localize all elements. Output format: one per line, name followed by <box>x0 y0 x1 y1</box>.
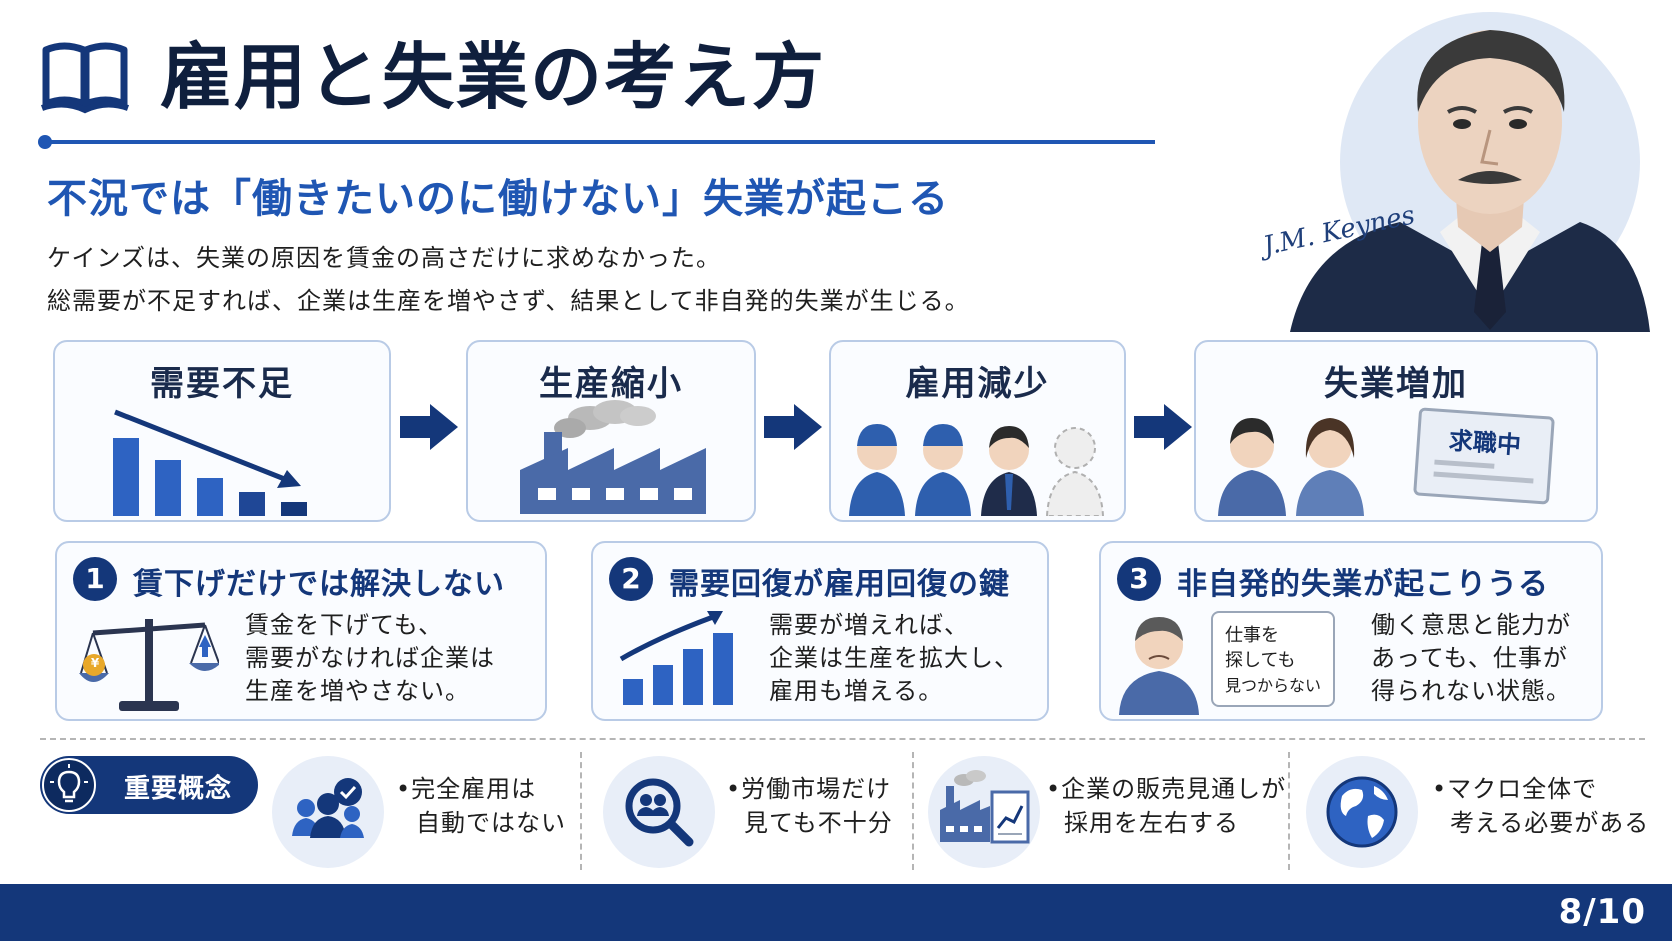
concept-separator <box>580 752 582 870</box>
globe-icon <box>1326 776 1398 848</box>
concept-line: •企業の販売見通しが <box>1046 775 1287 803</box>
concept-icon-circle <box>928 756 1040 868</box>
page-number: 8/10 <box>1558 892 1646 932</box>
point-description: 働く意思と能力が あっても、仕事が 得られない状態。 <box>1371 609 1571 708</box>
point-description-line: 企業は生産を拡大し、 <box>769 644 1019 672</box>
factory-icon <box>520 400 706 514</box>
note-text: 仕事を 探しても 見つからない <box>1225 623 1321 698</box>
point-description-line: 雇用も増える。 <box>769 677 944 705</box>
point-description: 賃金を下げても、 需要がなければ企業は 生産を増やさない。 <box>245 609 495 708</box>
point-description: 需要が増えれば、 企業は生産を拡大し、 雇用も増える。 <box>769 609 1019 708</box>
book-icon <box>40 42 130 114</box>
flow-label: 雇用減少 <box>905 364 1050 404</box>
point-description-line: 得られない状態。 <box>1371 677 1571 705</box>
declining-bar-chart-icon <box>113 409 307 516</box>
flow-label: 需要不足 <box>150 364 294 404</box>
arrow-right-icon <box>764 404 822 450</box>
concept-icon-circle <box>1306 756 1418 868</box>
balance-scale-icon <box>79 619 219 711</box>
flow-box-employment-decrease: 雇用減少 <box>829 340 1126 522</box>
flow-box-production-cut: 生産縮小 <box>466 340 756 522</box>
search-failed-note: 仕事を 探しても 見つからない <box>1211 611 1335 707</box>
keynes-portrait <box>1290 12 1650 332</box>
concept-text: •完全雇用は 自動ではない <box>396 772 566 840</box>
job-seeking-sign-text: 求職中 <box>1448 426 1522 460</box>
factory-chart-icon <box>940 770 1030 844</box>
key-concept-label: 重要概念 <box>124 774 233 804</box>
point-title: 非自発的失業が起こりうる <box>1177 567 1549 602</box>
concept-line: 見ても不十分 <box>744 809 893 837</box>
point-title: 賃下げだけでは解決しない <box>133 567 505 602</box>
point-card-1: 1 賃下げだけでは解決しない ¥ 賃金を下げても、 需要がなければ企業は 生産を… <box>55 541 547 721</box>
concept-separator <box>912 752 914 870</box>
point-title: 需要回復が雇用回復の鍵 <box>669 567 1010 602</box>
point-description-line: あっても、仕事が <box>1371 644 1568 672</box>
point-description-line: 需要が増えれば、 <box>769 611 969 639</box>
flow-box-demand-shortage: 需要不足 <box>53 340 391 522</box>
point-number-badge: 1 <box>73 557 117 601</box>
arrow-right-icon <box>1134 404 1192 450</box>
concept-line: 採用を左右する <box>1064 809 1239 837</box>
concept-text: •マクロ全体で 考える必要がある <box>1432 772 1649 840</box>
page-subtitle: 不況では「働きたいのに働けない」失業が起こる <box>47 176 949 222</box>
sign-line <box>1433 471 1534 484</box>
job-seeking-sign: 求職中 <box>1413 407 1555 505</box>
concept-text: •労働市場だけ 見ても不十分 <box>726 772 893 840</box>
concept-separator <box>1288 752 1290 870</box>
description-line-2: 総需要が不足すれば、企業は生産を増やさず、結果として非自発的失業が生じる。 <box>47 287 970 315</box>
concept-line: •労働市場だけ <box>726 775 892 803</box>
lightbulb-icon <box>42 758 96 812</box>
flow-label: 失業増加 <box>1324 364 1468 404</box>
title-underline <box>38 135 1155 149</box>
flow-box-unemployment-increase: 失業増加 求職中 <box>1194 340 1598 522</box>
concept-icon-circle <box>272 756 384 868</box>
concept-text: •企業の販売見通しが 採用を左右する <box>1046 772 1286 840</box>
point-description-line: 賃金を下げても、 <box>245 611 444 639</box>
note-line: 見つからない <box>1225 676 1322 695</box>
point-number-badge: 3 <box>1117 557 1161 601</box>
point-card-3: 3 非自発的失業が起こりうる 仕事を 探しても 見つからない 働く意思と能力が … <box>1099 541 1603 721</box>
note-line: 仕事を <box>1225 625 1279 646</box>
yen-symbol: ¥ <box>90 656 100 670</box>
workers-icon <box>849 424 1105 516</box>
concept-line: 自動ではない <box>416 809 566 837</box>
concept-line: •マクロ全体で <box>1432 775 1598 803</box>
note-line: 探しても <box>1225 650 1296 671</box>
concept-line: 考える必要がある <box>1450 809 1650 837</box>
unemployed-people-icon <box>1218 418 1364 516</box>
flow-label: 生産縮小 <box>539 364 683 404</box>
rising-chart-icon <box>619 611 733 705</box>
arrow-right-icon <box>400 404 458 450</box>
group-check-icon <box>292 778 364 838</box>
point-description-line: 生産を増やさない。 <box>245 677 470 705</box>
magnifier-people-icon <box>625 778 694 847</box>
worried-person-icon <box>1119 617 1199 715</box>
key-concept-badge: 重要概念 <box>40 756 258 814</box>
footer-bar: 8/10 <box>0 884 1672 941</box>
point-number-badge: 2 <box>609 557 653 601</box>
point-description-line: 働く意思と能力が <box>1371 611 1571 639</box>
point-description-line: 需要がなければ企業は <box>245 644 495 672</box>
description-line-1: ケインズは、失業の原因を賃金の高さだけに求めなかった。 <box>47 244 722 272</box>
sign-line <box>1434 459 1495 469</box>
concept-line: •完全雇用は <box>396 775 537 803</box>
point-card-2: 2 需要回復が雇用回復の鍵 需要が増えれば、 企業は生産を拡大し、 雇用も増える… <box>591 541 1049 721</box>
section-divider <box>40 738 1645 740</box>
page-title: 雇用と失業の考え方 <box>160 35 827 119</box>
concept-icon-circle <box>603 756 715 868</box>
